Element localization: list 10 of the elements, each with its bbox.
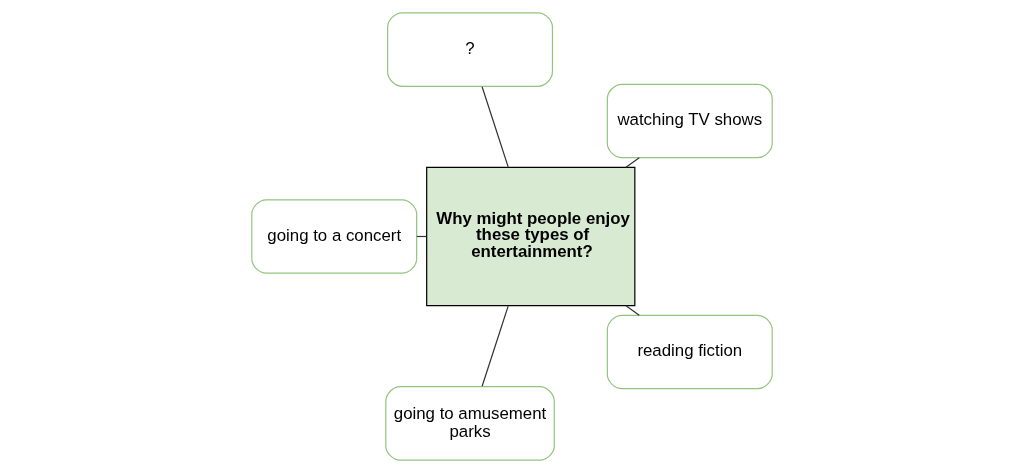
- node-box: Why might people enjoy these types of entertainment?: [426, 166, 636, 307]
- node-box: watching TV shows: [606, 83, 773, 159]
- connector: [481, 86, 509, 168]
- connector: [625, 157, 640, 168]
- connector: [481, 305, 509, 387]
- node-box: reading fiction: [606, 314, 773, 390]
- node-box: ?: [387, 12, 554, 87]
- node-box: going to amusement parks: [385, 386, 555, 461]
- node-box: going to a concert: [251, 199, 418, 274]
- connector: [625, 305, 640, 316]
